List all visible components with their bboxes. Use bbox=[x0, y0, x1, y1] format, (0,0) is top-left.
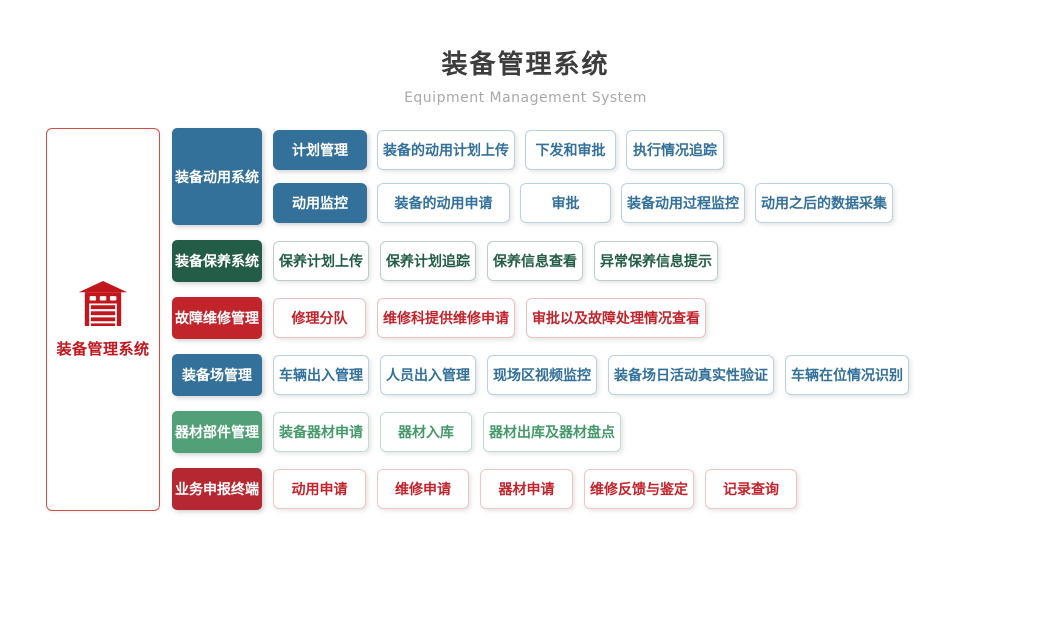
flow-item: 装备的动用申请 bbox=[377, 183, 510, 223]
flow-item: 装备动用过程监控 bbox=[621, 183, 745, 223]
diagram-row: 故障维修管理修理分队维修科提供维修申请审批以及故障处理情况查看 bbox=[172, 297, 909, 339]
flow-item: 审批 bbox=[520, 183, 611, 223]
flow-item: 修理分队 bbox=[273, 298, 366, 338]
category-box: 器材部件管理 bbox=[172, 411, 262, 453]
flow-item: 装备的动用计划上传 bbox=[377, 130, 515, 170]
diagram-row: 装备场管理车辆出入管理人员出入管理现场区视频监控装备场日活动真实性验证车辆在位情… bbox=[172, 354, 909, 396]
subcategory-box: 计划管理 bbox=[273, 130, 367, 170]
flow-item: 现场区视频监控 bbox=[487, 355, 597, 395]
diagram-row: 器材部件管理装备器材申请器材入库器材出库及器材盘点 bbox=[172, 411, 909, 453]
category-box: 故障维修管理 bbox=[172, 297, 262, 339]
flow-item: 保养信息查看 bbox=[487, 241, 583, 281]
subcategory-box: 动用监控 bbox=[273, 183, 367, 223]
category-box: 装备保养系统 bbox=[172, 240, 262, 282]
diagram-row: 装备动用系统计划管理装备的动用计划上传下发和审批执行情况追踪动用监控装备的动用申… bbox=[172, 128, 909, 225]
diagram-subrow: 计划管理装备的动用计划上传下发和审批执行情况追踪 bbox=[273, 130, 893, 170]
flow-item: 装备场日活动真实性验证 bbox=[608, 355, 774, 395]
flow-item: 维修反馈与鉴定 bbox=[584, 469, 694, 509]
flow-item: 维修科提供维修申请 bbox=[377, 298, 515, 338]
diagram-row: 装备保养系统保养计划上传保养计划追踪保养信息查看异常保养信息提示 bbox=[172, 240, 909, 282]
diagram-rows: 装备动用系统计划管理装备的动用计划上传下发和审批执行情况追踪动用监控装备的动用申… bbox=[172, 128, 909, 510]
flow-item: 动用之后的数据采集 bbox=[755, 183, 893, 223]
diagram-row: 业务申报终端动用申请维修申请器材申请维修反馈与鉴定记录查询 bbox=[172, 468, 909, 510]
flow-item: 动用申请 bbox=[273, 469, 366, 509]
flow-item: 保养计划上传 bbox=[273, 241, 369, 281]
flow-item: 车辆在位情况识别 bbox=[785, 355, 909, 395]
flow-item: 装备器材申请 bbox=[273, 412, 369, 452]
page-subtitle: Equipment Management System bbox=[404, 90, 647, 106]
flow-item: 器材入库 bbox=[380, 412, 472, 452]
category-box: 装备动用系统 bbox=[172, 128, 262, 225]
subcategory-column: 计划管理装备的动用计划上传下发和审批执行情况追踪动用监控装备的动用申请审批装备动… bbox=[273, 130, 893, 223]
page-header: 装备管理系统 Equipment Management System bbox=[0, 0, 1051, 106]
flow-item: 审批以及故障处理情况查看 bbox=[526, 298, 706, 338]
flow-item: 执行情况追踪 bbox=[626, 130, 724, 170]
flow-item: 人员出入管理 bbox=[380, 355, 476, 395]
flow-item: 车辆出入管理 bbox=[273, 355, 369, 395]
flow-item: 维修申请 bbox=[377, 469, 469, 509]
root-node: 装备管理系统 bbox=[46, 128, 160, 511]
flow-item: 记录查询 bbox=[705, 469, 797, 509]
flow-item: 器材出库及器材盘点 bbox=[483, 412, 621, 452]
diagram: 装备管理系统 装备动用系统计划管理装备的动用计划上传下发和审批执行情况追踪动用监… bbox=[46, 128, 909, 511]
flow-item: 器材申请 bbox=[480, 469, 573, 509]
flow-item: 异常保养信息提示 bbox=[594, 241, 718, 281]
flow-item: 下发和审批 bbox=[525, 130, 616, 170]
category-box: 业务申报终端 bbox=[172, 468, 262, 510]
garage-icon bbox=[78, 280, 128, 326]
page-title: 装备管理系统 bbox=[441, 50, 610, 80]
flow-item: 保养计划追踪 bbox=[380, 241, 476, 281]
diagram-subrow: 动用监控装备的动用申请审批装备动用过程监控动用之后的数据采集 bbox=[273, 183, 893, 223]
category-box: 装备场管理 bbox=[172, 354, 262, 396]
root-node-label: 装备管理系统 bbox=[56, 339, 150, 358]
